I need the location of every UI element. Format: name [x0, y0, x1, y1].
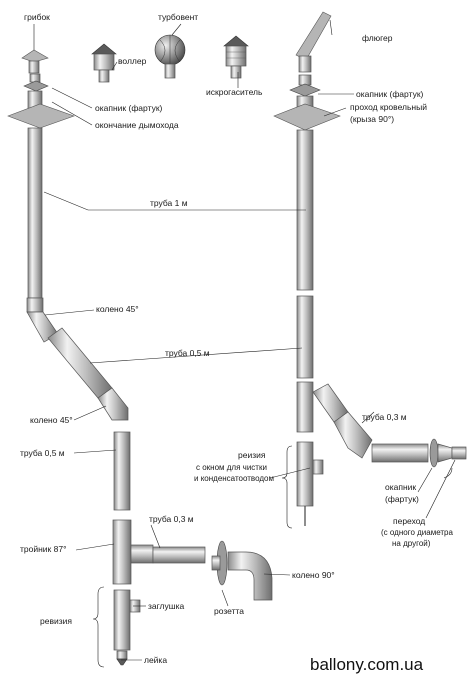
label-truba-03-bottom: труба 0,3 м [149, 514, 194, 524]
perekhod [437, 443, 467, 463]
right-pipe-05 [296, 295, 314, 379]
label-leyka: лейка [144, 655, 167, 665]
label-okapnik-lower-line2: (фартук) [385, 494, 419, 504]
right-okapnik [289, 74, 321, 97]
label-voller: воллер [118, 56, 147, 66]
left-pipe-1m [27, 127, 43, 299]
label-rozetta: розетта [214, 606, 244, 616]
left-revizia [113, 589, 141, 651]
perekhod-bracket [443, 467, 453, 479]
label-truba-1m: труба 1 м [150, 198, 188, 208]
left-elbow-45-bottom [97, 387, 129, 421]
right-okapnik-lower [429, 438, 439, 468]
left-revizia-bracket [92, 586, 105, 668]
label-revizia-right-line1: реизия [238, 450, 266, 460]
left-pipe-03-horizontal [152, 546, 206, 564]
left-pipe-05-diagonal [47, 327, 113, 399]
label-okonchanie: окончание дымохода [95, 120, 179, 130]
leyka [116, 650, 128, 666]
label-okapnik-lower-line1: окапник [385, 482, 416, 492]
label-truba-05-left: труба 0,5 м [20, 448, 65, 458]
label-perekhod-line3: на другой) [392, 539, 431, 548]
label-prokhod-line1: проход кровельный [350, 102, 427, 112]
gribok-cap [21, 49, 49, 74]
label-perekhod-line1: переход [393, 516, 425, 526]
left-chimney-end [7, 90, 75, 129]
koleno-90 [227, 551, 273, 601]
right-revizia [296, 441, 324, 526]
label-perekhod-line2: (с одного диаметра [381, 528, 453, 537]
label-koleno-90: колено 90° [292, 570, 335, 580]
right-revizia-bracket [281, 445, 293, 529]
watermark: ballony.com.ua [310, 655, 424, 674]
label-revizia-left: ревизия [40, 616, 72, 626]
label-zaglushka: заглушка [148, 601, 184, 611]
label-troynik: тройник 87° [20, 544, 66, 554]
label-revizia-right-line2: с окном для чистки [196, 463, 267, 472]
label-okapnik-left: окапник (фартук) [95, 103, 163, 113]
right-pipe-03 [371, 443, 429, 463]
label-prokhod-line2: (крыза 90°) [350, 114, 394, 124]
label-iskrogasitel: искрогаситель [206, 87, 263, 97]
voller-cap [91, 43, 117, 83]
label-revizia-right-line3: и конденсатоотводом [194, 474, 274, 483]
leader-lines [33, 19, 456, 661]
label-turbovent: турбовент [158, 12, 198, 22]
label-koleno-45-top: колено 45° [96, 304, 139, 314]
label-truba-03-right: труба 0,3 м [362, 412, 407, 422]
iskrogasitel [223, 35, 249, 79]
label-koleno-45-left: колено 45° [30, 415, 73, 425]
label-gribok: грибок [24, 12, 50, 22]
fluger [295, 11, 332, 73]
left-pipe-05-vertical [113, 431, 131, 511]
right-roof-pass [273, 95, 341, 131]
rozetta [211, 540, 228, 586]
left-okapnik [23, 73, 49, 92]
label-okapnik-right: окапник (фартук) [356, 89, 424, 99]
right-tee-branch [296, 381, 373, 459]
label-truba-05-diag: труба 0,5 м [165, 348, 210, 358]
turbovent [154, 34, 186, 79]
left-tee-87 [112, 519, 154, 585]
label-fluger: флюгер [362, 33, 393, 43]
